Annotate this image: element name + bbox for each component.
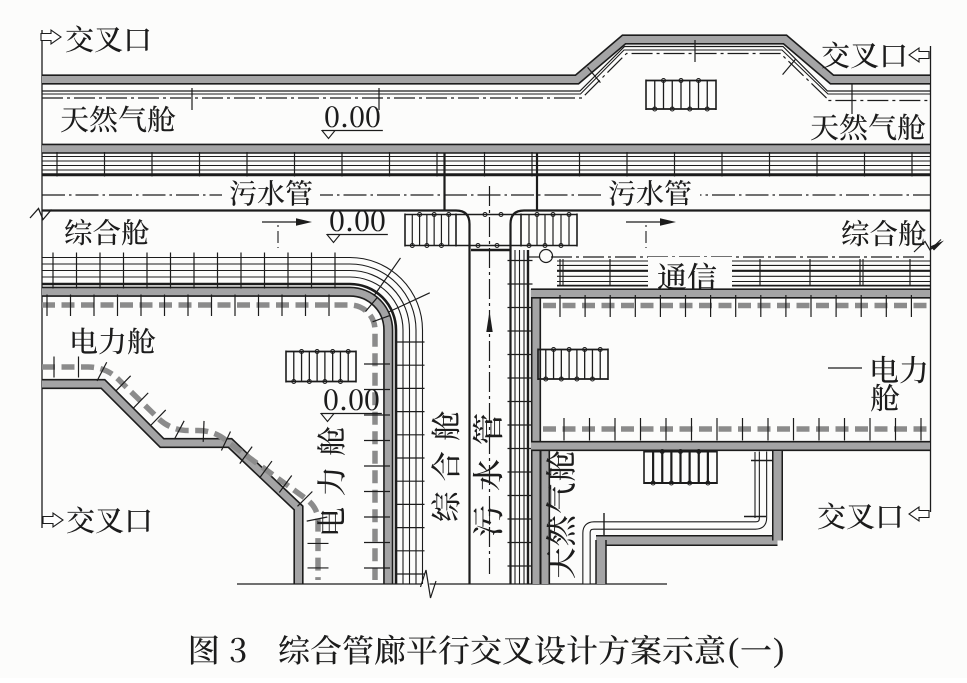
svg-text:(: (	[728, 632, 739, 669]
svg-text:): )	[773, 632, 784, 669]
